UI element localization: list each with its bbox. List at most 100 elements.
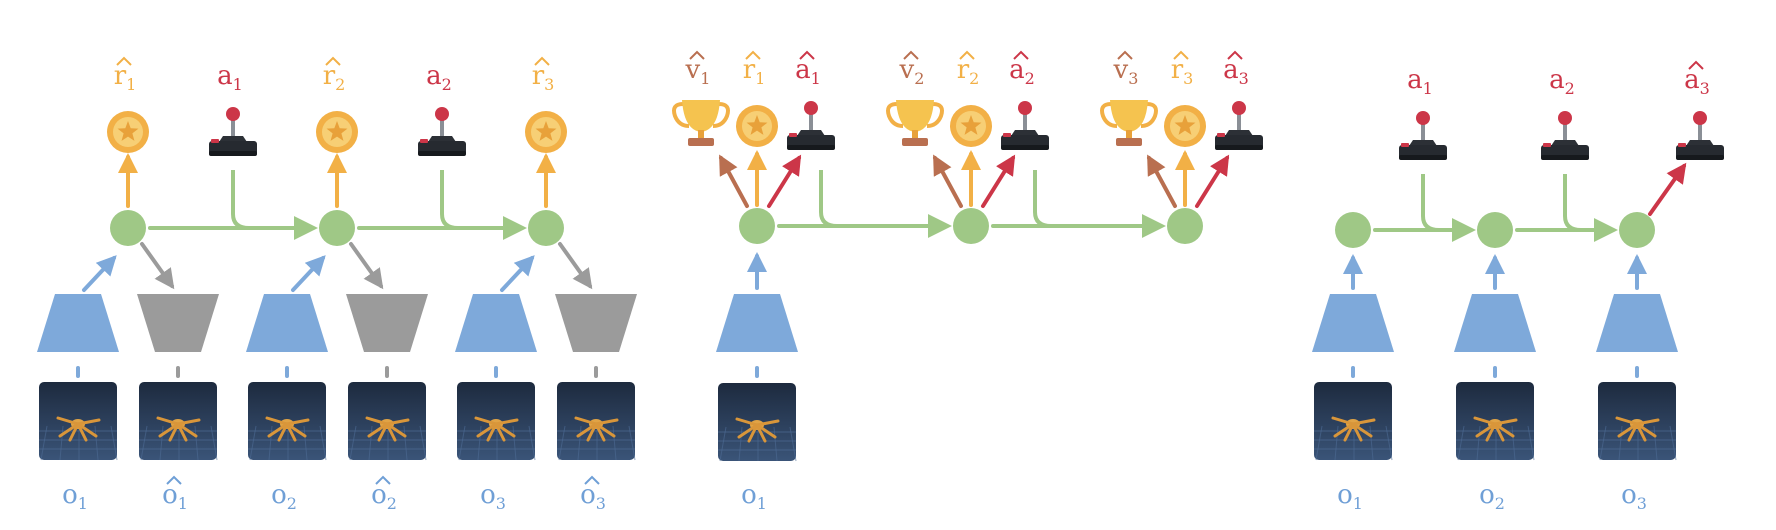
latent-state-node (110, 210, 146, 246)
reward-label-subscript: 3 (1183, 69, 1193, 88)
observation-label-base: o (1337, 480, 1353, 510)
action-label-subscript: 1 (811, 69, 821, 88)
joystick-icon (418, 107, 466, 156)
encoder-trapezoid (246, 294, 328, 352)
action-label-base: a (1407, 65, 1423, 95)
joystick-base-shadow (1215, 145, 1263, 150)
action-label-text: a1 (1407, 65, 1433, 98)
observation-label: o3 (480, 480, 506, 513)
encode-arrow (502, 258, 532, 290)
joystick-knob (1416, 111, 1430, 125)
action-input-curve (821, 170, 947, 226)
action-label: a2 (1549, 65, 1575, 98)
star-coin-icon (950, 105, 992, 147)
policy-arrow (1650, 166, 1684, 214)
action-label: a3 (1223, 52, 1249, 88)
action-input-curve (233, 170, 313, 228)
action-label-base: a (1684, 65, 1700, 95)
action-label: a2 (1009, 52, 1035, 88)
joystick-button (1678, 143, 1686, 147)
reward-label-text: r2 (957, 55, 980, 88)
action-label-base: a (1009, 55, 1025, 85)
reconstruction-label: o2 (371, 477, 397, 513)
observation-label-text: o2 (1479, 480, 1505, 513)
value-label-subscript: 3 (1128, 69, 1138, 88)
value-label-base: v (685, 55, 701, 85)
trophy-base (688, 138, 714, 146)
observation-frame (39, 382, 117, 460)
action-label-text: a3 (1684, 65, 1710, 98)
joystick-base-shadow (209, 151, 257, 156)
reconstruction-label-text: o3 (580, 480, 606, 513)
encoder-trapezoid (1312, 294, 1394, 352)
star-coin-icon (525, 111, 567, 153)
reconstruction-label-subscript: 3 (596, 494, 606, 513)
reconstruction-label: o3 (580, 477, 606, 513)
trophy-stem (698, 130, 704, 139)
action-label-subscript: 1 (1423, 79, 1433, 98)
joystick-base-shadow (787, 145, 835, 150)
observation-label-subscript: 2 (287, 494, 297, 513)
action-label-text: a3 (1223, 55, 1249, 88)
latent-state-node (528, 210, 564, 246)
reconstruction-label-subscript: 1 (178, 494, 188, 513)
action-label-base: a (795, 55, 811, 85)
value-arrow (1149, 158, 1175, 206)
reward-label-subscript: 2 (335, 75, 345, 94)
joystick-icon (209, 107, 257, 156)
trophy-stem (912, 130, 918, 139)
joystick-button (1217, 133, 1225, 137)
reward-label-base: r (1171, 55, 1184, 85)
joystick-icon (787, 101, 835, 150)
joystick-button (420, 139, 428, 143)
trophy-base (1116, 138, 1142, 146)
reconstruction-label-subscript: 2 (387, 494, 397, 513)
reconstruction-label-base: o (162, 480, 178, 510)
encoder-trapezoid (716, 294, 798, 352)
reconstruction-label-base: o (580, 480, 596, 510)
star-coin-icon (1164, 105, 1206, 147)
value-label: v3 (1113, 52, 1139, 88)
observation-label-subscript: 1 (78, 494, 88, 513)
action-input-curve (1565, 174, 1613, 230)
latent-state-node (739, 208, 775, 244)
observation-frame (1598, 382, 1676, 460)
joystick-icon (1399, 111, 1447, 160)
reward-label-base: r (114, 61, 127, 91)
value-arrow (935, 158, 961, 206)
observation-label-base: o (271, 480, 287, 510)
value-label-base: v (899, 55, 915, 85)
observation-label: o1 (62, 480, 88, 513)
observation-frame (1456, 382, 1534, 460)
joystick-knob (435, 107, 449, 121)
reconstruction-label-text: o1 (162, 480, 188, 513)
reward-label-base: r (957, 55, 970, 85)
observation-label-text: o1 (741, 480, 767, 513)
decode-arrow (560, 244, 590, 286)
reward-label: r3 (1171, 52, 1194, 88)
observation-label-text: o1 (1337, 480, 1363, 513)
policy-arrow (983, 158, 1013, 206)
observation-label-base: o (480, 480, 496, 510)
value-label-base: v (1113, 55, 1129, 85)
action-input-curve (442, 170, 522, 228)
joystick-icon (1541, 111, 1589, 160)
reward-label-text: r1 (114, 61, 137, 94)
decoder-trapezoid (346, 294, 428, 352)
decoder-trapezoid (555, 294, 637, 352)
observation-label-subscript: 2 (1495, 494, 1505, 513)
action-label: a1 (217, 61, 243, 94)
action-label-text: a1 (795, 55, 821, 88)
value-label-text: v1 (685, 55, 711, 88)
observation-label-text: o3 (1621, 480, 1647, 513)
reward-label: r2 (957, 52, 980, 88)
action-label-subscript: 2 (1025, 69, 1035, 88)
reward-label: r1 (114, 58, 137, 94)
reward-label-base: r (532, 61, 545, 91)
joystick-button (211, 139, 219, 143)
observation-label-text: o2 (271, 480, 297, 513)
joystick-base-shadow (1676, 155, 1724, 160)
latent-state-node (319, 210, 355, 246)
reconstruction-label-text: o2 (371, 480, 397, 513)
